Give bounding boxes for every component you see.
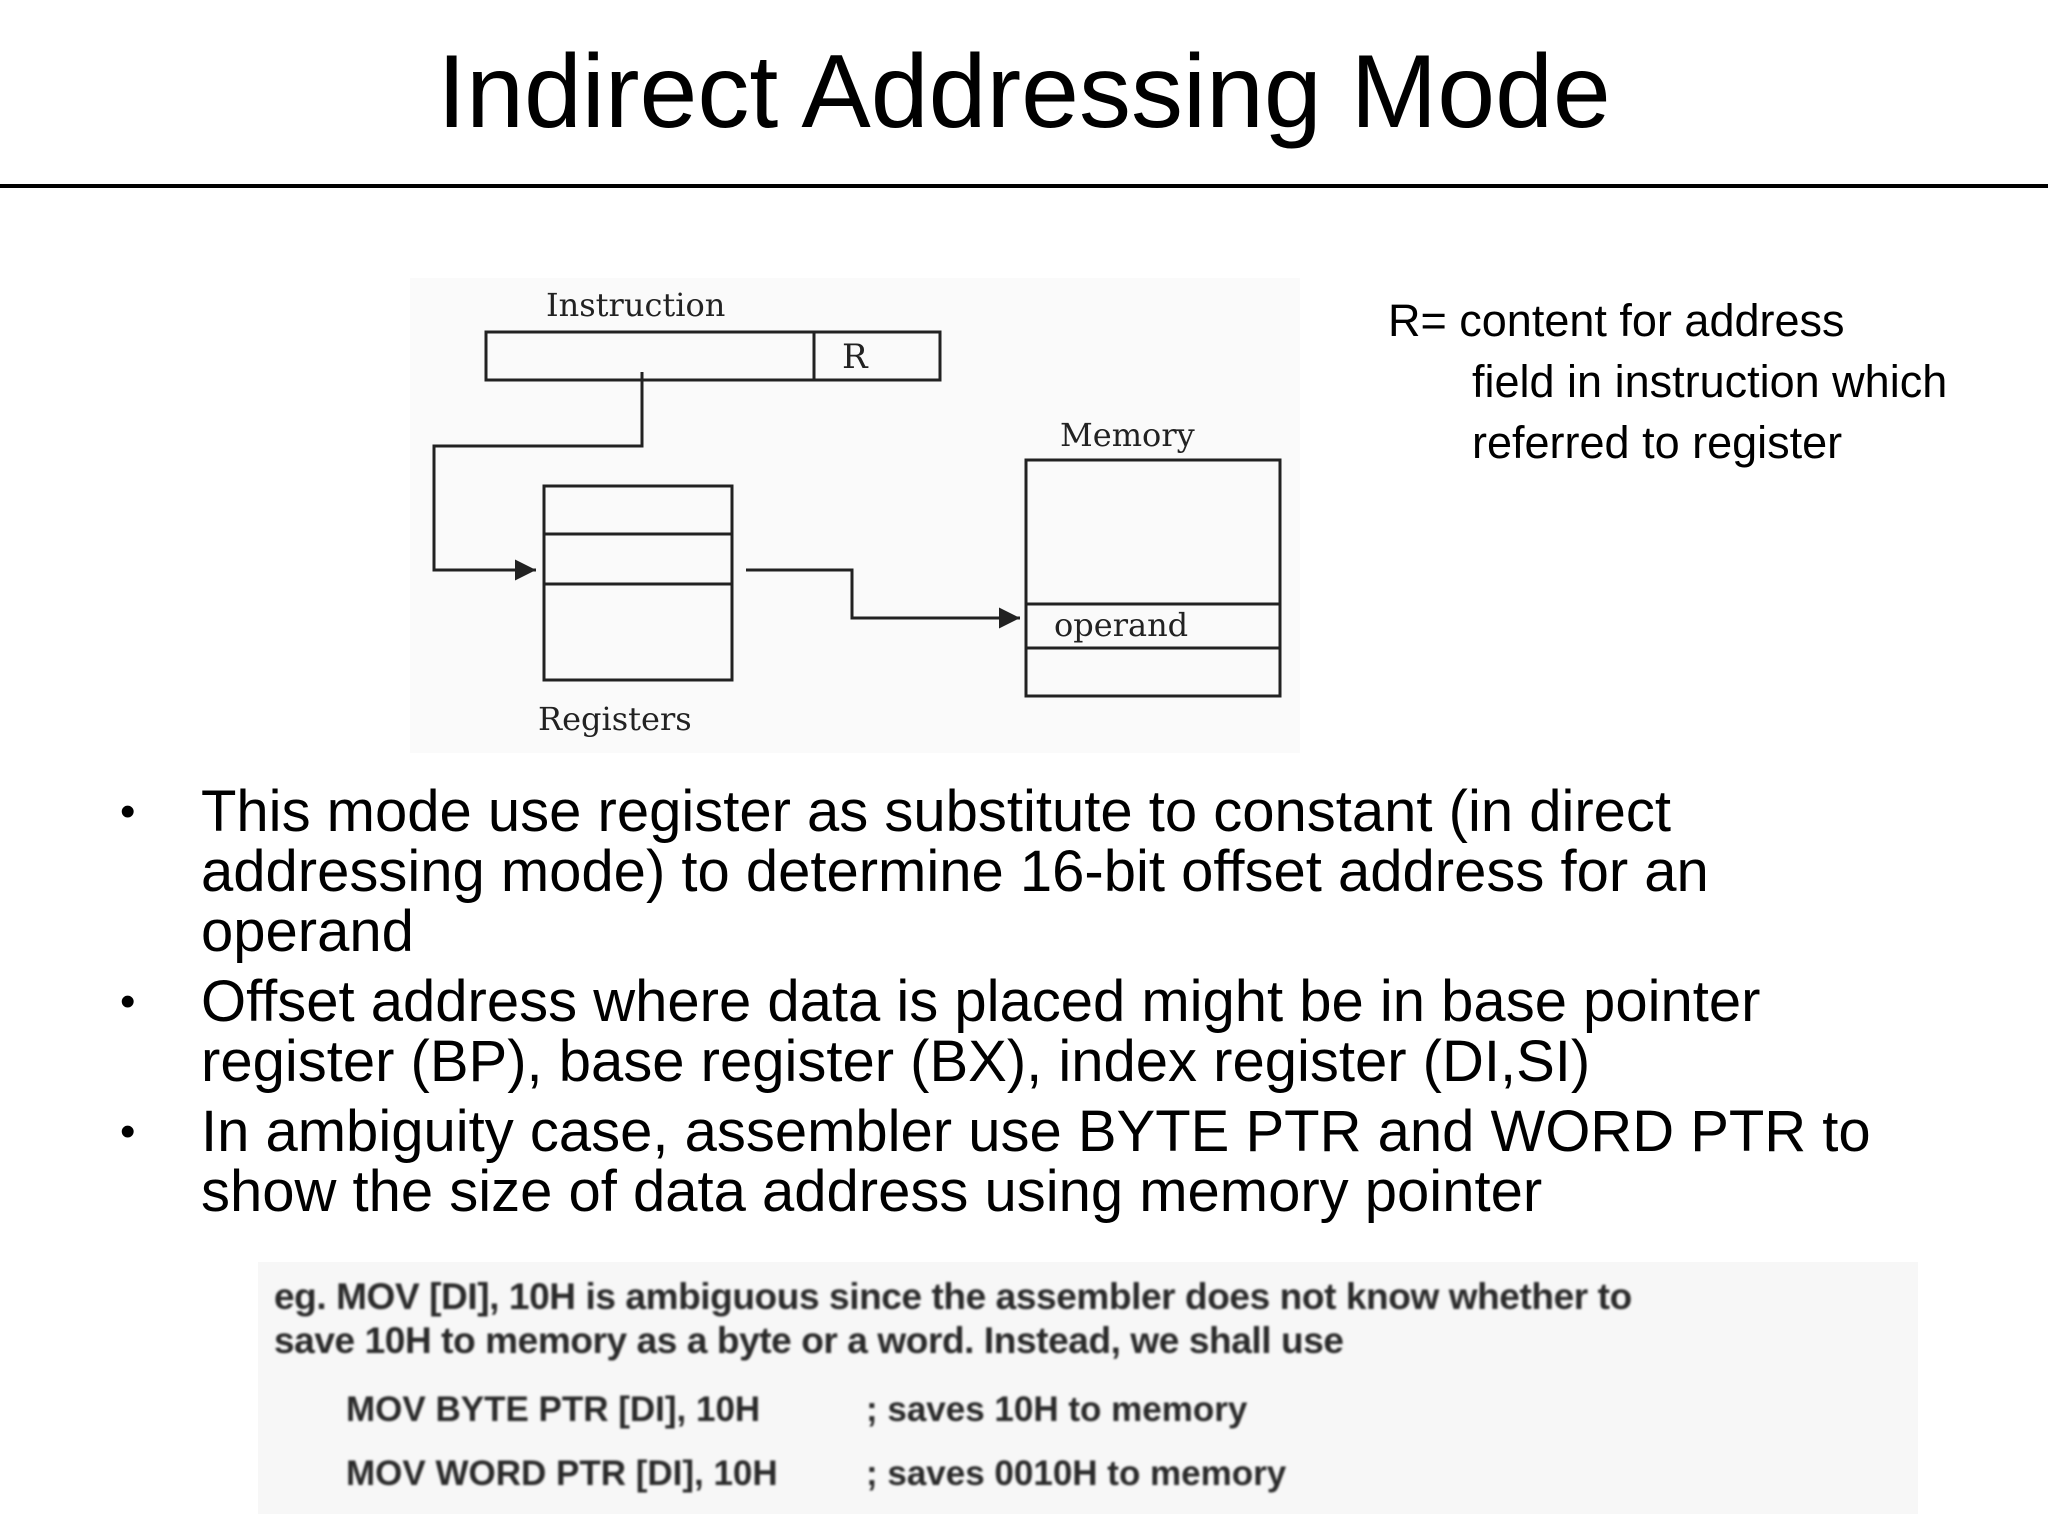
bullet-item: • This mode use register as substitute t… <box>120 782 1920 962</box>
code-line: MOV WORD PTR [DI], 10H ; saves 0010H to … <box>346 1452 1286 1496</box>
bullet-text: This mode use register as substitute to … <box>201 779 1709 964</box>
example-block: eg. MOV [DI], 10H is ambiguous since the… <box>258 1262 1918 1514</box>
example-line-1: eg. MOV [DI], 10H is ambiguous since the… <box>274 1276 1632 1317</box>
bullet-marker: • <box>120 1107 136 1156</box>
instruction-to-register-arrow <box>432 372 644 581</box>
bullet-item: • In ambiguity case, assembler use BYTE … <box>120 1102 1920 1222</box>
diagram-svg: Instruction R Registers Memory operand <box>432 286 1282 738</box>
indirect-addressing-diagram: Instruction R Registers Memory operand <box>410 278 1300 753</box>
code-instruction: MOV WORD PTR [DI], 10H <box>346 1454 778 1493</box>
example-line-2: save 10H to memory as a byte or a word. … <box>274 1320 1344 1361</box>
code-comment: ; saves 10H to memory <box>866 1390 1248 1429</box>
bullet-list: • This mode use register as substitute t… <box>120 782 1920 1232</box>
title-divider <box>0 184 2048 188</box>
register-note: R= content for address field in instruct… <box>1388 290 1948 473</box>
code-comment: ; saves 0010H to memory <box>866 1454 1287 1493</box>
r-field-box <box>812 330 942 382</box>
slide-title: Indirect Addressing Mode <box>437 34 1611 150</box>
note-continuation: field in instruction which referred to r… <box>1472 356 1948 468</box>
register-to-memory-arrow <box>746 568 1020 629</box>
r-field-label: R <box>842 337 869 377</box>
bullet-marker: • <box>120 787 136 836</box>
registers-label: Registers <box>538 700 692 738</box>
bullet-text: Offset address where data is placed migh… <box>201 969 1761 1094</box>
memory-label: Memory <box>1060 416 1195 454</box>
instruction-box <box>484 330 816 382</box>
bullet-marker: • <box>120 977 136 1026</box>
note-first-line: R= content for address <box>1388 295 1845 346</box>
code-instruction: MOV BYTE PTR [DI], 10H <box>346 1390 761 1429</box>
bullet-text: In ambiguity case, assembler use BYTE PT… <box>201 1099 1871 1224</box>
memory-box <box>1024 458 1282 698</box>
instruction-label: Instruction <box>546 286 725 324</box>
operand-label: operand <box>1054 606 1188 644</box>
bullet-item: • Offset address where data is placed mi… <box>120 972 1920 1092</box>
code-line: MOV BYTE PTR [DI], 10H ; saves 10H to me… <box>346 1388 1247 1432</box>
